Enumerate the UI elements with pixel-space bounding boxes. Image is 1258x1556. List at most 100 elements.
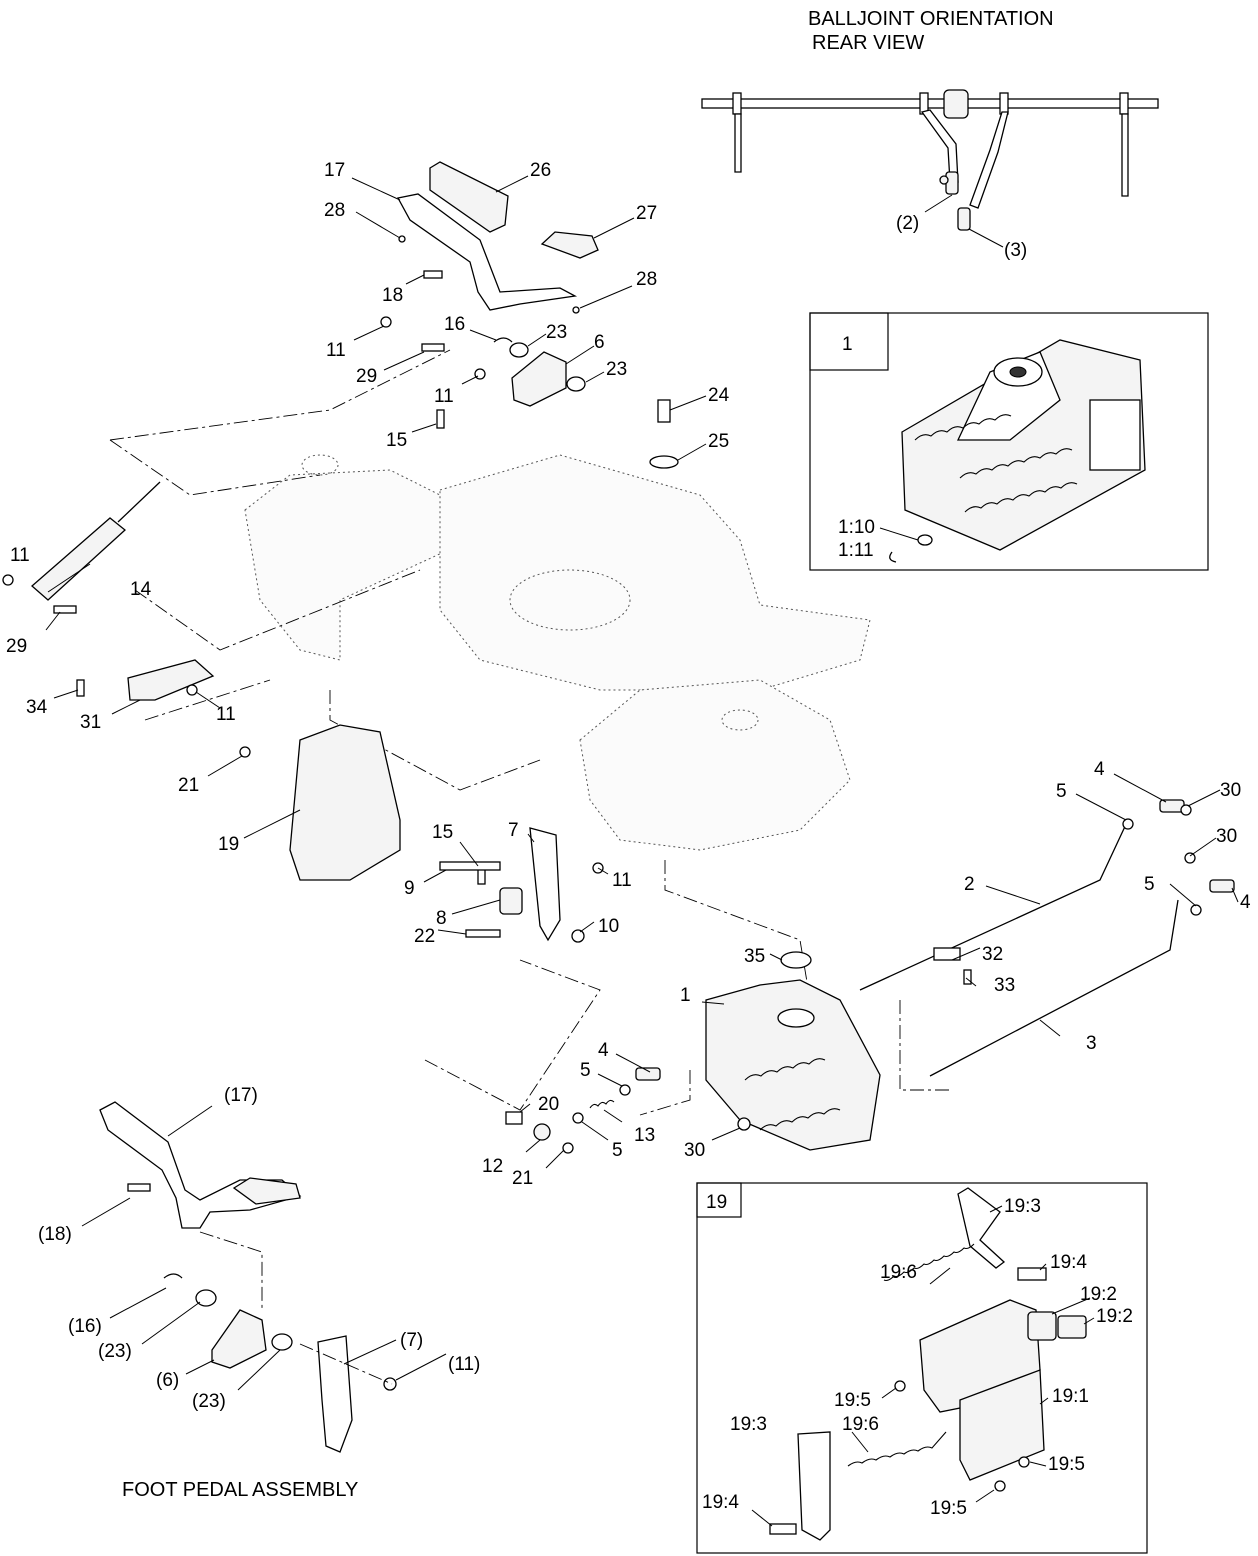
shaft-collar-right	[999, 92, 1009, 115]
label-7: 7	[508, 820, 519, 841]
i19-label-3-top: 19:3	[1004, 1196, 1041, 1217]
left-fender-cap	[301, 454, 339, 476]
pedal-arm-17	[397, 193, 578, 311]
label-1: 1	[680, 985, 691, 1006]
i19-switch-2-a	[1027, 1311, 1057, 1341]
i19-nut-5-c	[1018, 1456, 1030, 1468]
fp-clip-16	[163, 1273, 183, 1279]
label-4-a: 4	[1094, 759, 1105, 780]
balljoint-3	[957, 207, 971, 231]
fp-lever-7	[317, 1335, 353, 1453]
inset-1-title: 1	[842, 334, 853, 355]
label-35: 35	[744, 946, 765, 967]
label-11-d: 11	[216, 704, 236, 725]
label-1-10: 1:10	[838, 517, 875, 538]
label-30-a: 30	[1220, 780, 1241, 801]
label-22: 22	[414, 926, 435, 947]
rear-view-title: REAR VIEW	[812, 32, 924, 54]
inset-1: 1 1:10 1:11	[809, 312, 1209, 571]
i19-pedal-3-top	[957, 1187, 1006, 1269]
label-31: 31	[80, 712, 101, 733]
centerline-g	[899, 1000, 950, 1091]
balljoint-nut	[939, 175, 949, 185]
label-32: 32	[982, 944, 1003, 965]
fp-label-18: (18)	[38, 1224, 72, 1245]
shaft-collar-far	[1119, 92, 1129, 115]
label-6: 6	[594, 332, 605, 353]
i19-switch-2-b	[1057, 1315, 1087, 1339]
label-10: 10	[598, 916, 619, 937]
bolt-34	[76, 679, 85, 697]
bolt-18	[423, 270, 443, 279]
nut-10	[571, 929, 585, 943]
inset-1-pump-body	[901, 339, 1146, 551]
label-5-d: 5	[612, 1140, 623, 1161]
label-26: 26	[530, 160, 551, 181]
label-14: 14	[130, 579, 152, 600]
fp-washer-23-b	[271, 1333, 293, 1351]
fp-pedal-pad	[232, 1177, 301, 1205]
left-side-parts	[2, 481, 604, 943]
i19-label-5-a: 19:5	[834, 1390, 871, 1411]
clip-16	[493, 337, 513, 343]
centerline-b	[134, 569, 421, 721]
bushing-8	[499, 887, 523, 915]
i19-label-6-top: 19:6	[880, 1262, 917, 1283]
i19-label-1: 19:1	[1052, 1386, 1089, 1407]
label-bj3: (3)	[1004, 240, 1027, 261]
label-16: 16	[444, 314, 465, 335]
label-11-a: 11	[326, 340, 346, 361]
label-21-a: 21	[178, 775, 199, 796]
bolt-24	[657, 399, 671, 423]
nut-30-c	[737, 1117, 751, 1131]
i19-label-3-bottom: 19:3	[730, 1414, 767, 1435]
i19-nut-5-b	[994, 1480, 1006, 1492]
label-23-b: 23	[606, 359, 627, 380]
spacer-20	[505, 1111, 523, 1125]
i19-bolt-4-top	[1017, 1267, 1047, 1281]
nut-5-d	[572, 1112, 584, 1124]
inset-19: 19 19:3 19:4 19:6 19:2 19:2 19:5 19:1 19…	[696, 1182, 1148, 1554]
label-bj2: (2)	[896, 213, 919, 234]
rod-end-4-c	[635, 1067, 661, 1081]
nut-30-a	[1180, 804, 1192, 816]
inset-1-frame	[809, 312, 1209, 571]
inset-1-washer	[917, 534, 933, 546]
bolt-33	[963, 969, 972, 985]
washer-25	[649, 455, 679, 469]
nut-21-b	[562, 1142, 574, 1154]
fp-centerline	[199, 1231, 393, 1385]
label-23-a: 23	[546, 322, 567, 343]
shaft-collar-left	[732, 92, 742, 115]
nut-5-c	[619, 1084, 631, 1096]
label-19: 19	[218, 834, 239, 855]
i19-label-4-top: 19:4	[1050, 1252, 1087, 1273]
callout-leaders	[45, 175, 1239, 1169]
centerline-f	[639, 1070, 691, 1116]
inset-1-hub-center	[1009, 366, 1027, 378]
frame-and-fenders	[109, 349, 950, 1116]
cylinder-14-rod	[117, 481, 161, 523]
lever-7	[529, 827, 561, 942]
i19-label-6-bottom: 19:6	[842, 1414, 879, 1435]
nut-11-a	[380, 316, 392, 328]
i19-bolt-4-bottom	[769, 1523, 797, 1535]
fp-bolt-18	[127, 1183, 151, 1192]
label-29-a: 29	[356, 366, 377, 387]
label-25: 25	[708, 431, 729, 452]
seal-35	[780, 951, 812, 969]
label-28-b: 28	[636, 269, 657, 290]
centerline-e	[424, 959, 601, 1111]
lever-arm-b	[969, 111, 1009, 209]
inset-19-title: 19	[706, 1192, 727, 1213]
fp-washer-23-a	[195, 1289, 217, 1307]
spring-13	[589, 1099, 615, 1109]
pump-assembly-1	[705, 979, 881, 1151]
balljoint-2	[945, 171, 959, 195]
fp-label-23-b: (23)	[192, 1391, 226, 1412]
rod-end-4-b	[1209, 879, 1235, 893]
right-fender	[579, 679, 851, 851]
pedal-pad-27	[540, 231, 599, 259]
leader-bj2	[924, 194, 953, 213]
i19-spring-6-top	[883, 1243, 975, 1282]
